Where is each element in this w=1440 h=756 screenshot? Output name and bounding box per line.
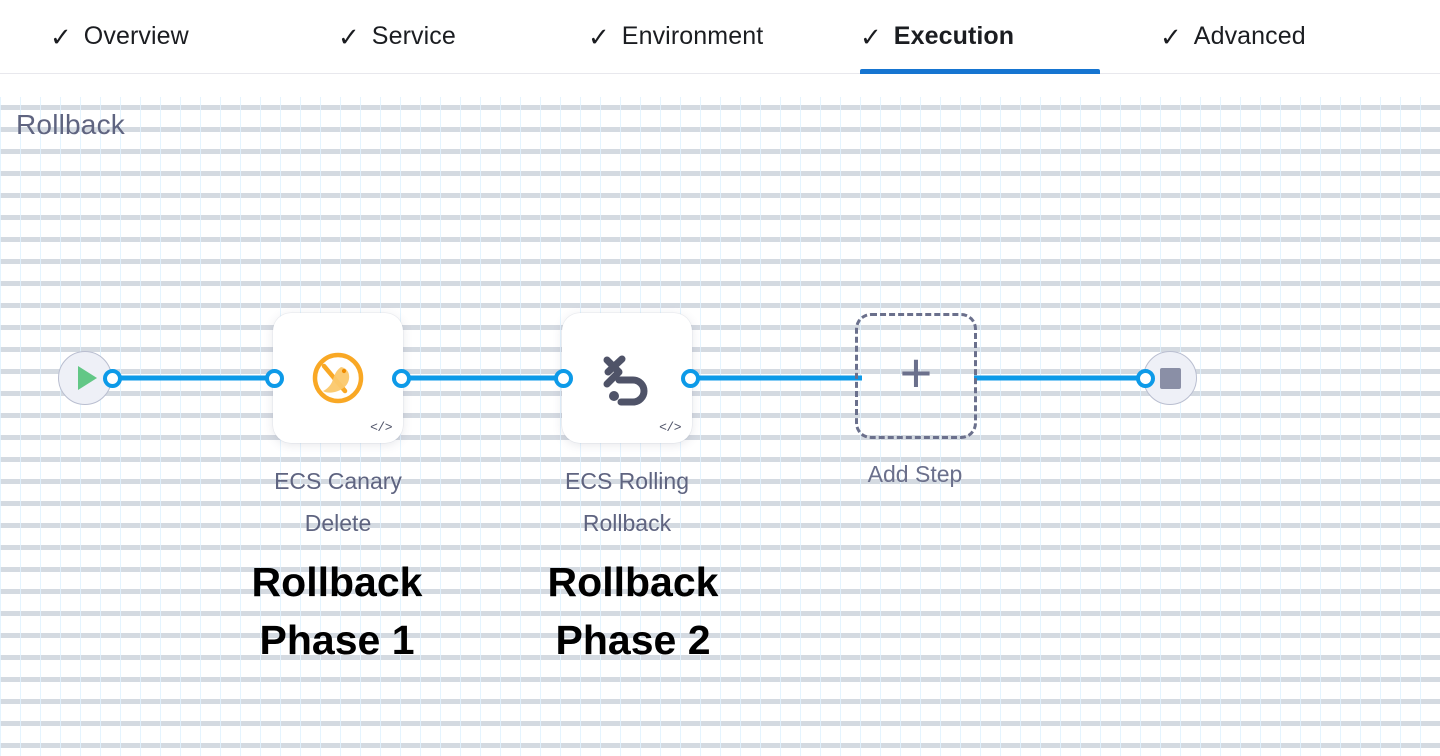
step-caption-line-2: Rollback: [582, 510, 672, 536]
step-ecs-canary-delete-output-port[interactable]: [392, 369, 411, 388]
tab-active-underline: [860, 68, 1100, 74]
step-card-ecs-rolling-rollback[interactable]: </>: [562, 313, 692, 443]
rollback-step-graph: </> ECS Canary Delete Rollback Phase 1 <…: [0, 75, 1440, 756]
tab-overview-label: Overview: [83, 22, 189, 50]
tab-service-label: Service: [371, 22, 456, 50]
step-caption-line-2: Delete: [304, 510, 372, 536]
tab-service[interactable]: ✓ Service: [338, 0, 498, 74]
rollback-undo-icon: [603, 355, 648, 406]
check-icon: ✓: [860, 21, 882, 52]
tab-execution-label: Execution: [893, 22, 1015, 50]
code-badge-icon: </>: [370, 420, 392, 435]
canvas-top-mask: [0, 75, 1440, 97]
tab-advanced[interactable]: ✓ Advanced: [1160, 0, 1360, 74]
annotation-rollback-phase-2: Rollback Phase 2: [547, 559, 719, 663]
step-ecs-rolling-rollback-output-port[interactable]: [681, 369, 700, 388]
step-caption-ecs-canary-delete: ECS Canary Delete: [223, 460, 453, 544]
play-icon: [78, 366, 97, 390]
start-node-output-port[interactable]: [103, 369, 122, 388]
check-icon: ✓: [588, 21, 610, 52]
stage-tab-bar: ✓ Overview ✓ Service ✓ Environment ✓ Exe…: [0, 0, 1440, 74]
tab-advanced-label: Advanced: [1193, 22, 1306, 50]
step-caption-line-1: ECS Canary: [274, 468, 402, 494]
check-icon: ✓: [1160, 21, 1182, 52]
add-step-button[interactable]: +: [855, 313, 977, 439]
tab-environment-label: Environment: [621, 22, 764, 50]
tab-environment[interactable]: ✓ Environment: [588, 0, 810, 74]
ecs-canary-icon: [312, 352, 364, 404]
section-title-rollback: Rollback: [16, 109, 125, 140]
check-icon: ✓: [338, 21, 360, 52]
step-ecs-canary-delete-input-port[interactable]: [265, 369, 284, 388]
step-caption-line-1: ECS Rolling: [565, 468, 689, 494]
plus-icon: +: [899, 341, 933, 404]
stop-icon: [1159, 367, 1181, 389]
pipeline-canvas[interactable]: Rollback </> ECS Canary: [0, 75, 1440, 756]
step-caption-ecs-rolling-rollback: ECS Rolling Rollback: [512, 460, 742, 544]
tab-execution[interactable]: ✓ Execution: [860, 0, 1100, 74]
code-badge-icon: </>: [659, 420, 681, 435]
check-icon: ✓: [50, 21, 72, 52]
add-step-label: Add Step: [867, 461, 963, 487]
end-node-input-port[interactable]: [1136, 369, 1155, 388]
annotation-rollback-phase-1: Rollback Phase 1: [251, 559, 423, 663]
step-ecs-rolling-rollback-input-port[interactable]: [554, 369, 573, 388]
tab-overview[interactable]: ✓ Overview: [50, 0, 240, 74]
connector-wires: [112, 375, 1146, 381]
step-card-ecs-canary-delete[interactable]: </>: [273, 313, 403, 443]
